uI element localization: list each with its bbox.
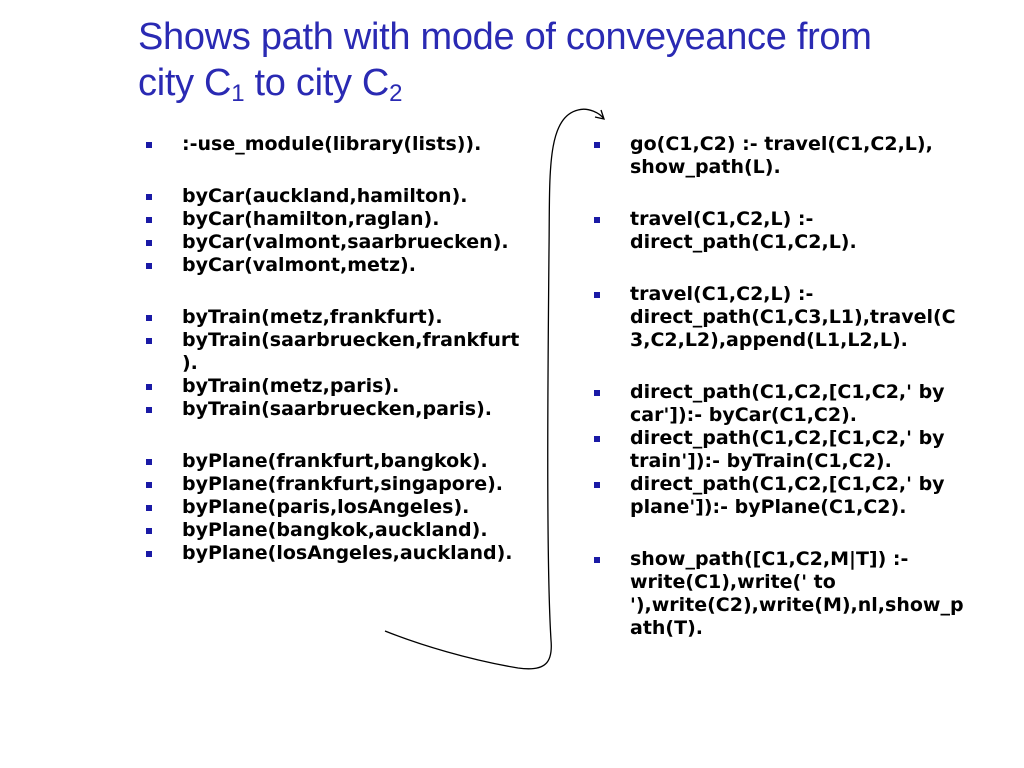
arrow-head — [594, 109, 605, 120]
list-item: byTrain(saarbruecken,paris). — [142, 398, 562, 421]
code-line: travel(C1,C2,L) :- — [630, 283, 814, 305]
list-item: show_path([C1,C2,M|T]) :-write(C1),write… — [590, 548, 990, 640]
facts-list: :-use_module(library(lists)). byCar(auckl… — [142, 133, 562, 565]
arrow-path — [384, 108, 605, 670]
title-text-b: to city C — [244, 62, 390, 104]
rules-list: go(C1,C2) :- travel(C1,C2,L),show_path(L… — [590, 133, 990, 640]
list-item: byTrain(metz,frankfurt). — [142, 306, 562, 329]
code-line: byPlane(paris,losAngeles). — [182, 496, 470, 518]
code-line: byTrain(metz,frankfurt). — [182, 306, 443, 328]
code-line: travel(C1,C2,L) :- — [630, 208, 814, 230]
square-bullet-icon — [594, 390, 600, 396]
code-line: byTrain(saarbruecken,frankfurt — [182, 329, 520, 351]
code-line: ). — [182, 352, 198, 374]
square-bullet-icon — [594, 142, 600, 148]
list-item: byCar(auckland,hamilton). — [142, 185, 562, 208]
code-line: :-use_module(library(lists)). — [182, 133, 482, 155]
square-bullet-icon — [146, 459, 152, 465]
title-line-2: city C1 to city C2 — [138, 60, 1008, 106]
code-line: direct_path(C1,C2,[C1,C2,' by — [630, 381, 945, 403]
title-line-1: Shows path with mode of conveyeance from — [138, 16, 872, 58]
code-line: byPlane(bangkok,auckland). — [182, 519, 488, 541]
square-bullet-icon — [146, 505, 152, 511]
code-line: byCar(valmont,saarbruecken). — [182, 231, 509, 253]
code-line: byPlane(frankfurt,bangkok). — [182, 450, 488, 472]
title-subscript-1: 1 — [231, 80, 245, 107]
list-item: byCar(valmont,saarbruecken). — [142, 231, 562, 254]
code-line: direct_path(C1,C3,L1),travel(C — [630, 306, 956, 328]
list-item: byCar(valmont,metz). — [142, 254, 562, 277]
title-text-a: city C — [138, 62, 232, 104]
square-bullet-icon — [146, 384, 152, 390]
square-bullet-icon — [594, 436, 600, 442]
code-line: byTrain(metz,paris). — [182, 375, 400, 397]
square-bullet-icon — [146, 142, 152, 148]
list-item: :-use_module(library(lists)). — [142, 133, 562, 156]
code-line: plane']):- byPlane(C1,C2). — [630, 496, 907, 518]
code-line: direct_path(C1,C2,L). — [630, 231, 857, 253]
code-line: byCar(hamilton,raglan). — [182, 208, 440, 230]
code-line: byCar(auckland,hamilton). — [182, 185, 468, 207]
list-item: byPlane(bangkok,auckland). — [142, 519, 562, 542]
square-bullet-icon — [146, 528, 152, 534]
square-bullet-icon — [146, 407, 152, 413]
code-line: byPlane(losAngeles,auckland). — [182, 542, 513, 564]
code-line: direct_path(C1,C2,[C1,C2,' by — [630, 473, 945, 495]
list-item: byCar(hamilton,raglan). — [142, 208, 562, 231]
code-line: byPlane(frankfurt,singapore). — [182, 473, 504, 495]
code-line: write(C1),write(' to — [630, 571, 836, 593]
code-line: ath(T). — [630, 617, 703, 639]
square-bullet-icon — [146, 263, 152, 269]
square-bullet-icon — [146, 482, 152, 488]
code-line: car']):- byCar(C1,C2). — [630, 404, 857, 426]
square-bullet-icon — [146, 551, 152, 557]
code-line: direct_path(C1,C2,[C1,C2,' by — [630, 427, 945, 449]
list-item: byTrain(saarbruecken,frankfurt). — [142, 329, 562, 375]
code-line: go(C1,C2) :- travel(C1,C2,L), — [630, 133, 933, 155]
code-line: byTrain(saarbruecken,paris). — [182, 398, 493, 420]
code-line: train']):- byTrain(C1,C2). — [630, 450, 892, 472]
square-bullet-icon — [146, 315, 152, 321]
code-line: 3,C2,L2),append(L1,L2,L). — [630, 329, 908, 351]
square-bullet-icon — [146, 217, 152, 223]
square-bullet-icon — [594, 217, 600, 223]
list-item: byPlane(frankfurt,singapore). — [142, 473, 562, 496]
list-item: travel(C1,C2,L) :-direct_path(C1,C3,L1),… — [590, 283, 990, 352]
title-subscript-2: 2 — [389, 80, 403, 107]
slide-title: Shows path with mode of conveyeance from… — [138, 14, 1008, 106]
list-item: byPlane(paris,losAngeles). — [142, 496, 562, 519]
list-item: go(C1,C2) :- travel(C1,C2,L),show_path(L… — [590, 133, 990, 179]
code-line: '),write(C2),write(M),nl,show_p — [630, 594, 964, 616]
code-line: byCar(valmont,metz). — [182, 254, 416, 276]
list-item: byPlane(losAngeles,auckland). — [142, 542, 562, 565]
square-bullet-icon — [146, 338, 152, 344]
list-item: byPlane(frankfurt,bangkok). — [142, 450, 562, 473]
list-item: byTrain(metz,paris). — [142, 375, 562, 398]
list-item: travel(C1,C2,L) :-direct_path(C1,C2,L). — [590, 208, 990, 254]
square-bullet-icon — [594, 557, 600, 563]
square-bullet-icon — [146, 240, 152, 246]
square-bullet-icon — [594, 292, 600, 298]
code-line: show_path(L). — [630, 156, 781, 178]
square-bullet-icon — [146, 194, 152, 200]
code-line: show_path([C1,C2,M|T]) :- — [630, 548, 909, 570]
square-bullet-icon — [594, 482, 600, 488]
